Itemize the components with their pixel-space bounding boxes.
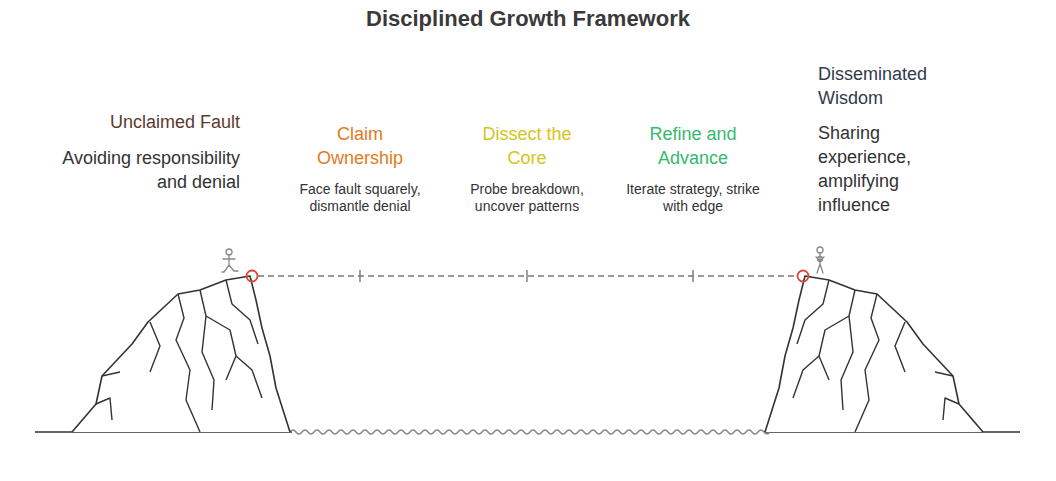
stage-description: Probe breakdown, uncover patterns — [457, 181, 597, 215]
end-marker — [798, 271, 809, 282]
stage-heading: Disseminated Wisdom — [818, 62, 968, 110]
walking-figure — [222, 249, 238, 272]
stage-description: Avoiding responsibility and denial — [60, 146, 240, 194]
stage-description: Face fault squarely, dismantle denial — [290, 181, 430, 215]
stage-heading: Dissect the Core — [467, 122, 587, 170]
stage-heading: Claim Ownership — [300, 122, 420, 170]
start-marker — [247, 271, 258, 282]
water-waves — [290, 430, 770, 434]
stage-description: Sharing experience, amplifying influence — [818, 121, 938, 217]
stage-tick — [359, 270, 360, 282]
diagram-title: Disciplined Growth Framework — [0, 6, 1056, 32]
right-cliff — [765, 276, 983, 432]
standing-figure — [816, 247, 824, 273]
stage-tick — [526, 270, 527, 282]
stage-heading: Refine and Advance — [633, 122, 753, 170]
stage-description: Iterate strategy, strike with edge — [623, 181, 763, 215]
left-cliff — [72, 276, 290, 432]
stage-tick — [692, 270, 693, 282]
stage-heading: Unclaimed Fault — [60, 110, 240, 134]
